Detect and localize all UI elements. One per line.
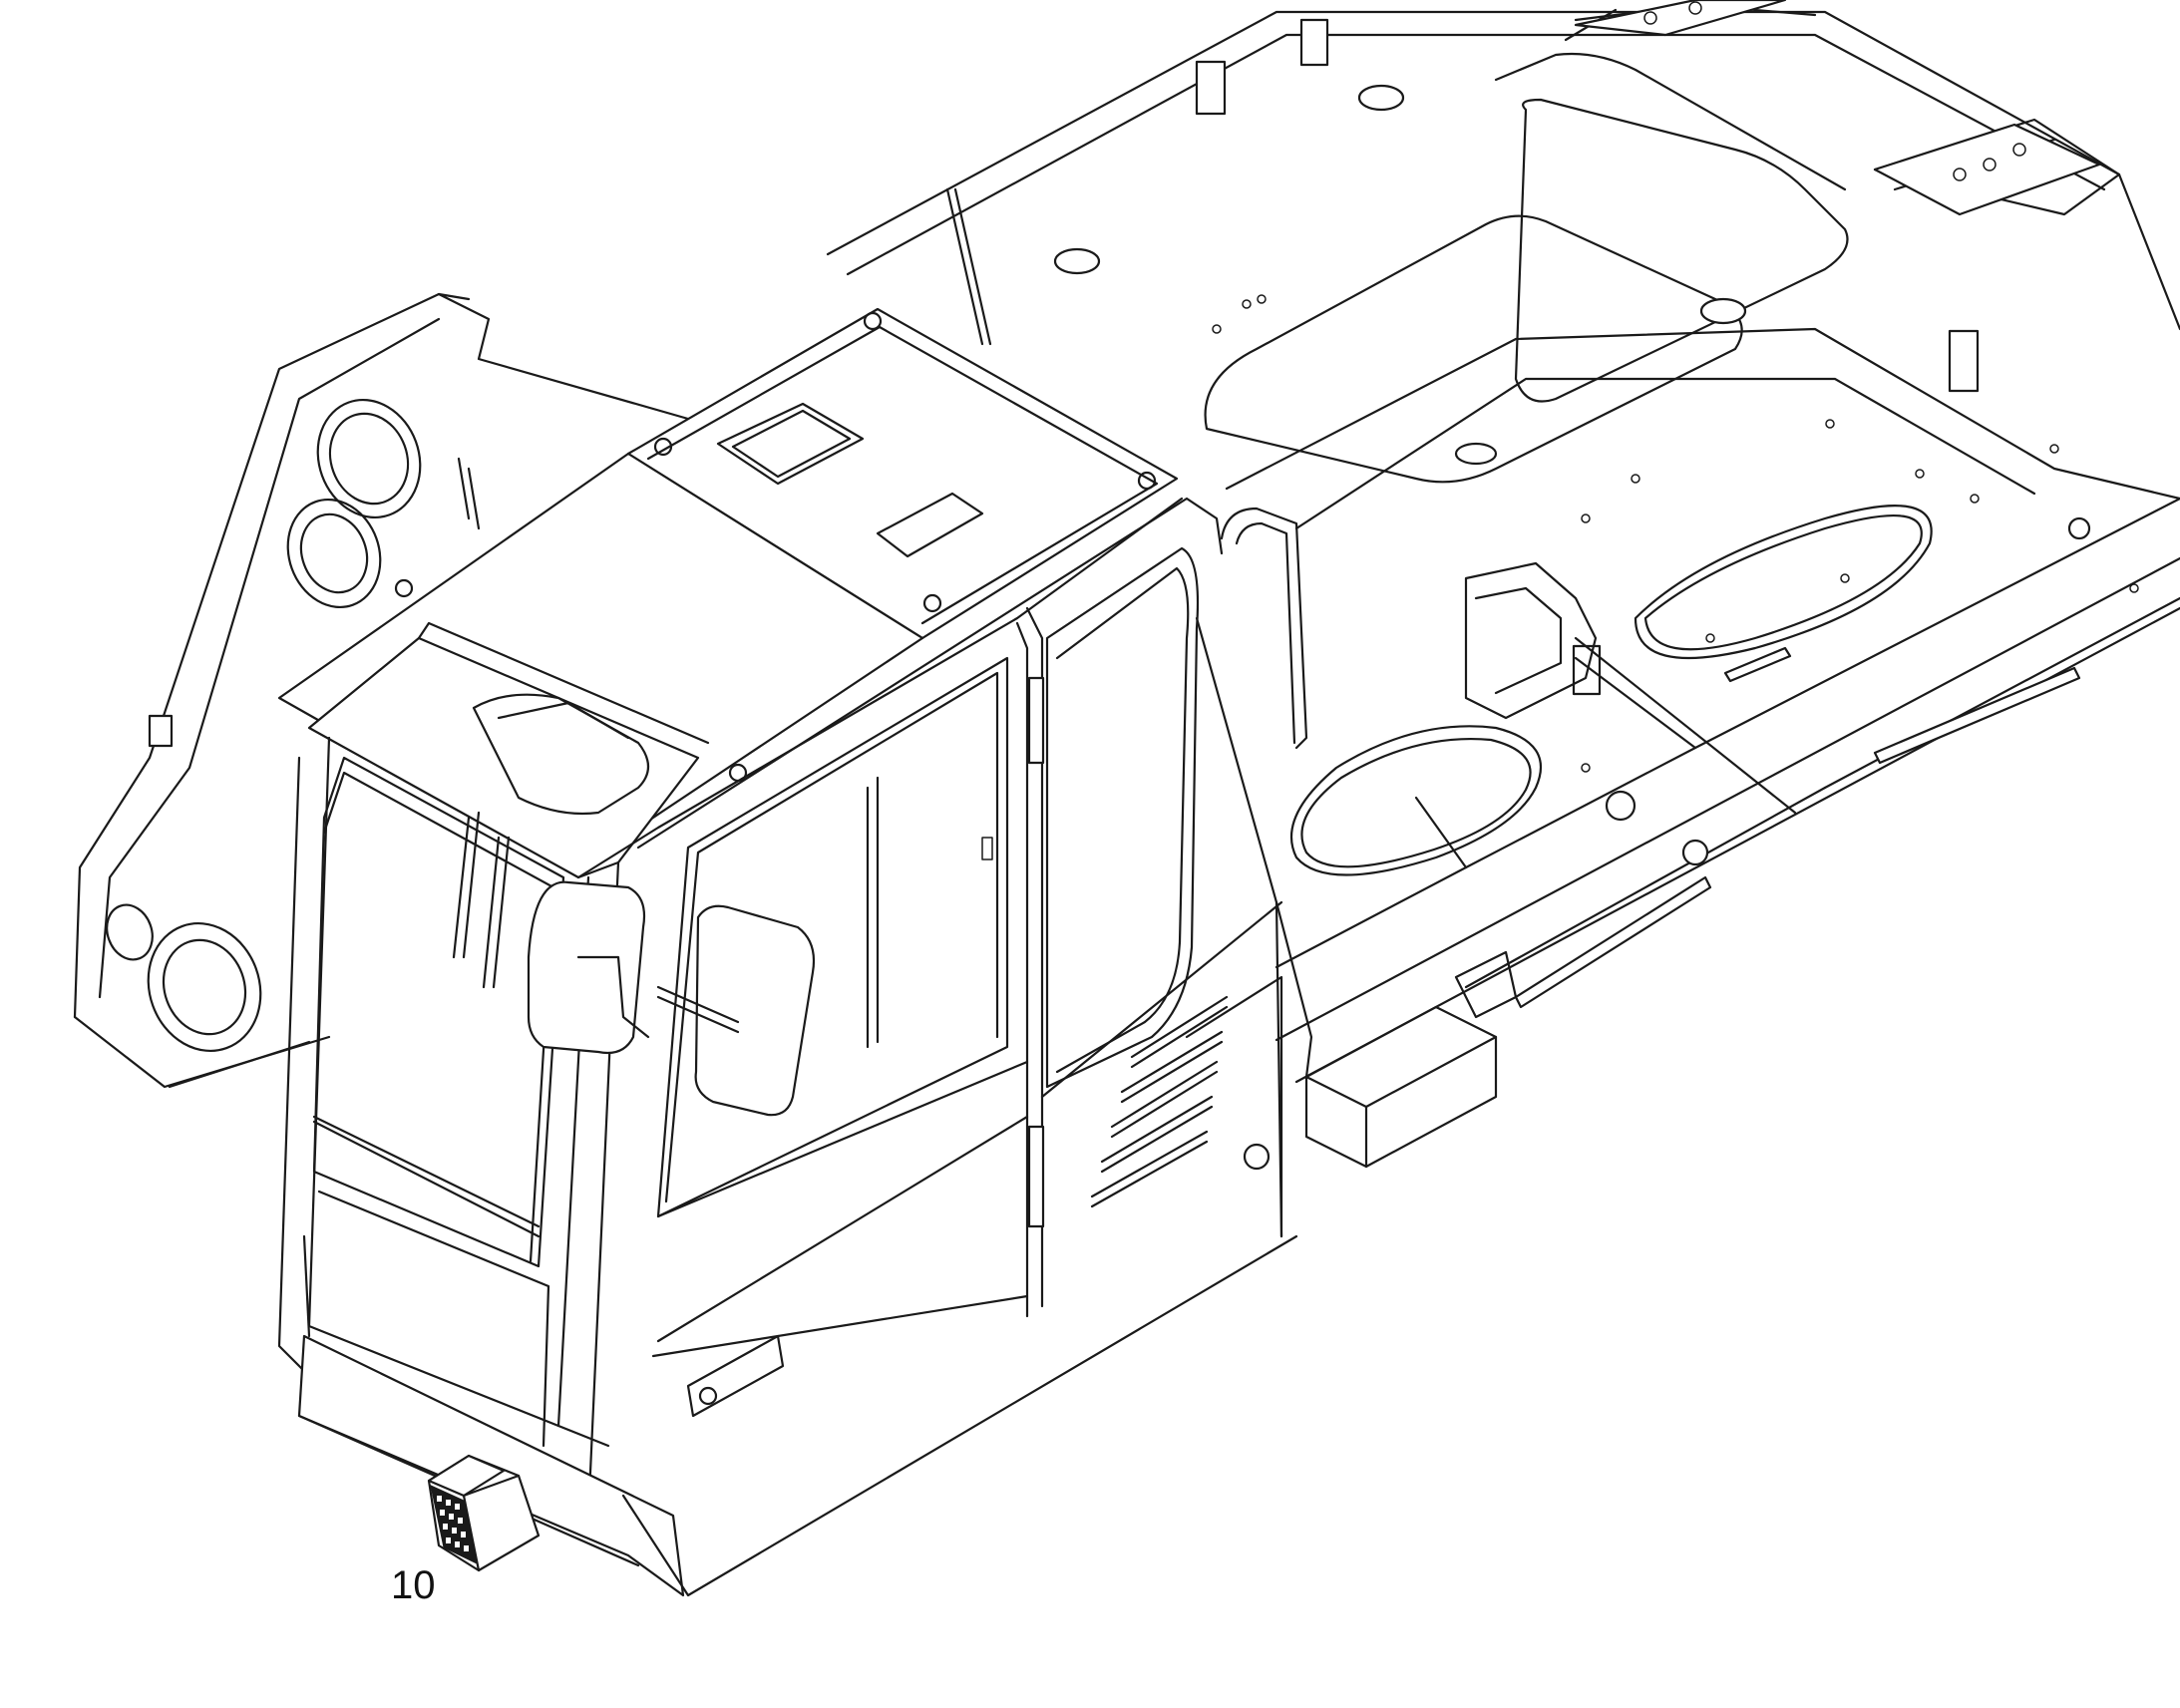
- door-vents: [1090, 995, 1229, 1208]
- deck-holes: [1212, 294, 2139, 773]
- operator-cab: [277, 187, 1313, 1597]
- grille-openings: [437, 1496, 469, 1551]
- callout-number-10: 10: [391, 1563, 436, 1607]
- grille-grid: [430, 1485, 478, 1564]
- callout-part-10: [427, 1454, 541, 1572]
- boom-foot-bracket: [73, 292, 690, 1089]
- upper-frame: [826, 0, 2180, 1169]
